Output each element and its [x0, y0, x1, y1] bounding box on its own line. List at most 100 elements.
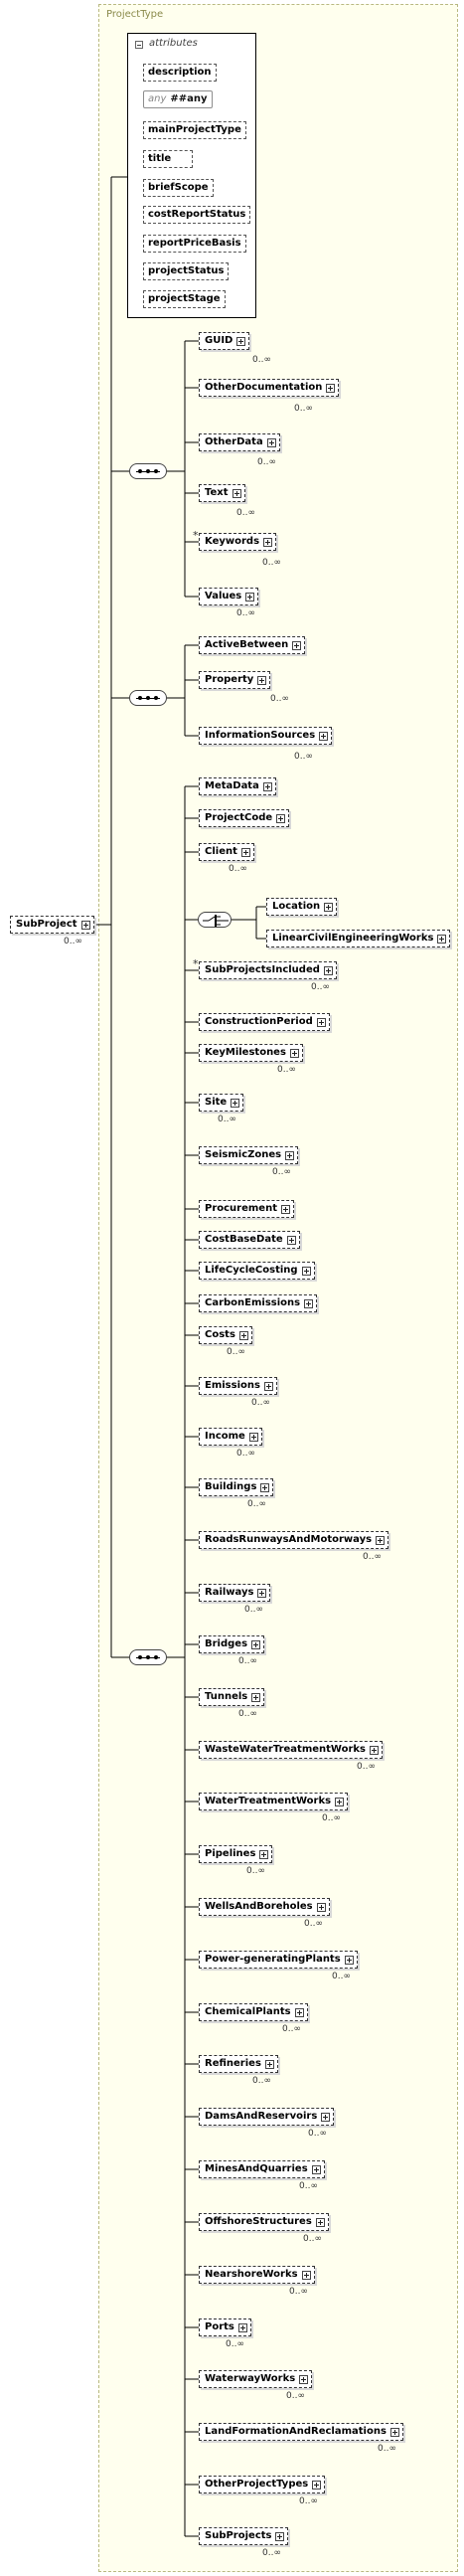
seq3-element-damsandreservoirs[interactable]: DamsAndReservoirs — [199, 2108, 335, 2126]
expand-icon[interactable] — [289, 1049, 299, 1058]
seq3-element-projectcode[interactable]: ProjectCode — [199, 809, 290, 827]
seq1-element-guid[interactable]: GUID — [199, 332, 250, 350]
expand-icon[interactable] — [251, 1693, 261, 1702]
expand-icon[interactable] — [304, 1299, 314, 1308]
expand-icon[interactable] — [245, 593, 255, 601]
seq3-element-nearshoreworks[interactable]: NearshoreWorks — [199, 2266, 315, 2284]
seq3-element-constructionperiod[interactable]: ConstructionPeriod — [199, 1013, 330, 1031]
expand-icon[interactable] — [285, 1151, 295, 1160]
attribute-reportpricebasis[interactable]: reportPriceBasis — [143, 235, 246, 253]
seq3-element-chemicalplants[interactable]: ChemicalPlants — [199, 2003, 308, 2021]
seq1-element-otherdocumentation[interactable]: OtherDocumentation — [199, 379, 340, 397]
choice-compositor[interactable] — [198, 912, 232, 928]
expand-icon[interactable] — [324, 903, 334, 912]
attribute-title[interactable]: title — [143, 150, 193, 168]
attribute-description[interactable]: description — [143, 64, 217, 82]
seq3-element-power-generatingplants[interactable]: Power-generatingPlants — [199, 1951, 358, 1969]
expand-icon[interactable] — [281, 1205, 290, 1214]
expand-icon[interactable] — [344, 1956, 354, 1965]
seq3-element-wellsandboreholes[interactable]: WellsAndBoreholes — [199, 1898, 330, 1916]
expand-icon[interactable] — [323, 966, 333, 975]
sequence-2-compositor[interactable] — [129, 690, 167, 706]
expand-icon[interactable] — [266, 438, 276, 447]
seq2-element-informationsources[interactable]: InformationSources — [199, 727, 333, 745]
seq3-element-pipelines[interactable]: Pipelines — [199, 1845, 273, 1863]
seq3-element-ports[interactable]: Ports — [199, 2318, 251, 2336]
seq3-element-bridges[interactable]: Bridges — [199, 1635, 265, 1653]
seq3-element-roadsrunwaysandmotorways[interactable]: RoadsRunwaysAndMotorways — [199, 1531, 389, 1549]
seq3-element-railways[interactable]: Railways — [199, 1584, 271, 1602]
expand-icon[interactable] — [312, 2481, 322, 2490]
seq3-element-seismiczones[interactable]: SeismicZones — [199, 1146, 299, 1164]
seq3-element-tunnels[interactable]: Tunnels — [199, 1688, 265, 1706]
expand-icon[interactable] — [275, 2532, 285, 2541]
expand-icon[interactable] — [326, 384, 336, 393]
expand-icon[interactable] — [263, 1382, 273, 1391]
seq1-element-values[interactable]: Values — [199, 588, 259, 605]
seq3-element-wastewatertreatmentworks[interactable]: WasteWaterTreatmentWorks — [199, 1741, 383, 1759]
seq3-element-procurement[interactable]: Procurement — [199, 1200, 294, 1218]
seq3-element-site[interactable]: Site — [199, 1094, 244, 1112]
choice-element-linearcivilengineeringworks[interactable]: LinearCivilEngineeringWorks — [266, 930, 451, 947]
expand-icon[interactable] — [248, 1433, 258, 1442]
seq3-element-lifecyclecosting[interactable]: LifeCycleCosting — [199, 1262, 315, 1280]
seq3-element-client[interactable]: Client — [199, 843, 254, 861]
expand-icon[interactable] — [319, 732, 329, 741]
attribute-any-wildcard[interactable]: any##any — [143, 90, 213, 108]
expand-icon[interactable] — [80, 921, 90, 930]
seq3-element-offshorestructures[interactable]: OffshoreStructures — [199, 2213, 329, 2231]
expand-icon[interactable] — [286, 1236, 296, 1245]
expand-icon[interactable] — [257, 676, 267, 685]
expand-icon[interactable] — [231, 1099, 240, 1108]
sequence-3-compositor[interactable] — [129, 1649, 167, 1665]
expand-icon[interactable] — [240, 848, 250, 857]
expand-icon[interactable] — [237, 2323, 247, 2332]
expand-icon[interactable] — [316, 1018, 326, 1027]
seq3-element-income[interactable]: Income — [199, 1428, 262, 1446]
seq3-element-emissions[interactable]: Emissions — [199, 1377, 277, 1395]
expand-icon[interactable] — [251, 1640, 261, 1649]
expand-icon[interactable] — [316, 1903, 326, 1912]
collapse-icon[interactable] — [135, 41, 143, 49]
expand-icon[interactable] — [292, 641, 302, 650]
seq3-element-otherprojecttypes[interactable]: OtherProjectTypes — [199, 2476, 326, 2493]
attribute-costreportstatus[interactable]: costReportStatus — [143, 206, 251, 224]
seq3-element-watertreatmentworks[interactable]: WaterTreatmentWorks — [199, 1793, 349, 1810]
seq2-element-property[interactable]: Property — [199, 671, 271, 689]
seq1-element-otherdata[interactable]: OtherData — [199, 433, 280, 451]
seq3-element-refineries[interactable]: Refineries — [199, 2055, 278, 2073]
seq3-element-costbasedate[interactable]: CostBaseDate — [199, 1231, 300, 1249]
attribute-mainprojecttype[interactable]: mainProjectType — [143, 121, 246, 139]
expand-icon[interactable] — [257, 1589, 267, 1598]
expand-icon[interactable] — [301, 1267, 311, 1276]
seq3-element-carbonemissions[interactable]: CarbonEmissions — [199, 1294, 318, 1312]
seq3-element-subprojectsincluded[interactable]: SubProjectsIncluded — [199, 961, 337, 979]
expand-icon[interactable] — [262, 782, 272, 791]
expand-icon[interactable] — [301, 2271, 311, 2280]
seq3-element-keymilestones[interactable]: KeyMilestones — [199, 1044, 303, 1062]
seq3-element-metadata[interactable]: MetaData — [199, 777, 276, 795]
expand-icon[interactable] — [238, 1331, 248, 1340]
seq3-element-buildings[interactable]: Buildings — [199, 1478, 274, 1496]
choice-element-location[interactable]: Location — [266, 898, 338, 916]
seq1-element-keywords[interactable]: Keywords — [199, 533, 277, 551]
root-element-subproject[interactable]: SubProject — [10, 916, 94, 934]
seq3-element-costs[interactable]: Costs — [199, 1326, 252, 1344]
expand-icon[interactable] — [236, 337, 246, 346]
expand-icon[interactable] — [311, 2165, 321, 2174]
seq3-element-subprojects[interactable]: SubProjects — [199, 2527, 289, 2545]
expand-icon[interactable] — [376, 1536, 386, 1545]
seq1-element-text[interactable]: Text — [199, 484, 245, 502]
expand-icon[interactable] — [299, 2375, 309, 2384]
attribute-projectstage[interactable]: projectStage — [143, 290, 226, 308]
attribute-projectstatus[interactable]: projectStatus — [143, 262, 230, 280]
expand-icon[interactable] — [370, 1746, 379, 1755]
expand-icon[interactable] — [389, 2428, 399, 2437]
expand-icon[interactable] — [232, 489, 241, 498]
expand-icon[interactable] — [335, 1798, 345, 1806]
expand-icon[interactable] — [276, 814, 286, 823]
seq3-element-waterwayworks[interactable]: WaterwayWorks — [199, 2370, 313, 2388]
seq3-element-landformationandreclamations[interactable]: LandFormationAndReclamations — [199, 2423, 403, 2441]
attribute-briefscope[interactable]: briefScope — [143, 179, 214, 197]
expand-icon[interactable] — [321, 2113, 331, 2122]
